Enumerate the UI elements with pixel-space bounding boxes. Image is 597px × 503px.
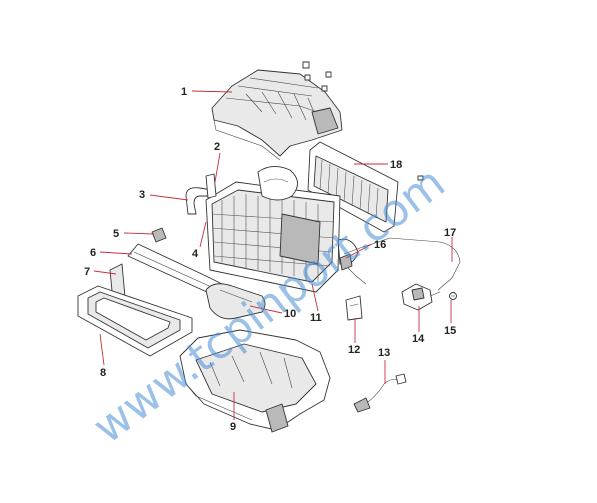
clip-part: [151, 227, 167, 243]
callout-15: 15: [444, 325, 456, 337]
callout-6: 6: [90, 247, 96, 259]
lower-case-part: [179, 329, 331, 433]
callout-13: 13: [378, 347, 390, 359]
callout-10: 10: [284, 308, 296, 320]
tube-part: [205, 283, 266, 320]
callout-11: 11: [310, 312, 322, 324]
callout-16: 16: [374, 239, 386, 251]
callout-4: 4: [192, 248, 199, 260]
frame-part: [77, 285, 193, 357]
callout-2: 2: [214, 141, 220, 153]
callout-8: 8: [100, 367, 106, 379]
valve-part: [401, 283, 441, 311]
bracket-part: [345, 295, 363, 321]
cable-part: [339, 237, 461, 291]
callout-12: 12: [348, 344, 360, 356]
callout-14: 14: [412, 333, 425, 345]
sensor-part: [353, 373, 407, 413]
callout-5: 5: [113, 228, 119, 240]
upper-case-part: [211, 69, 343, 161]
callout-3: 3: [139, 189, 145, 201]
screw-part: [449, 292, 457, 300]
pipe-part: [185, 173, 217, 215]
screws-top: [302, 61, 424, 181]
callout-7: 7: [84, 266, 90, 278]
callout-9: 9: [230, 421, 236, 433]
callout-18: 18: [390, 159, 402, 171]
leader-lines: [93, 90, 453, 420]
evaporator-core-part: [205, 166, 359, 293]
callout-1: 1: [181, 86, 187, 98]
callout-labels: 1 2 3 4 5 6 7 8 9 10 11 12 13 14 15 16 1…: [84, 86, 456, 433]
cabin-filter-part: [307, 141, 399, 233]
callout-17: 17: [444, 227, 456, 239]
